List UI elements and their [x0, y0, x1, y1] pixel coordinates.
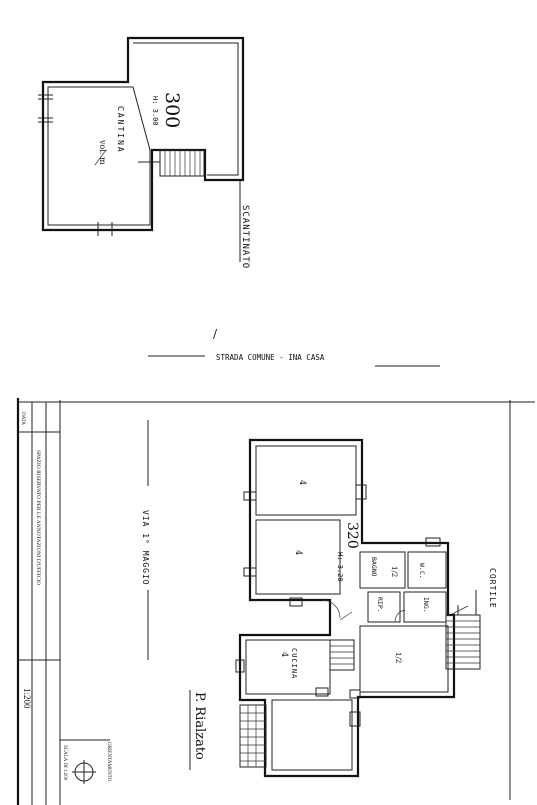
unit-number: 320 [344, 522, 360, 549]
partition-room-bottom [271, 699, 353, 771]
room-label-rip: RIP. [376, 597, 384, 613]
courtyard-label: CORTILE [488, 568, 497, 609]
partition-room-center [359, 625, 449, 693]
basement-room-number: 300 [161, 92, 183, 128]
title-block-scale-value: 1:200 [22, 688, 32, 709]
ground-floor-title: P. Rialzato [192, 692, 207, 760]
basement-window [38, 94, 53, 123]
ground-floor-doors [321, 599, 469, 623]
partition-room2 [255, 519, 341, 595]
basement-stairs [138, 149, 205, 177]
basement-plan: 300 H: 3.00 CANTINA vol. m SCANTINATO [38, 36, 250, 269]
title-block-orientation-label: ORIENTAMENTO [106, 742, 111, 782]
room-label-cucina: CUCINA [290, 648, 298, 679]
handwriting-room1: 4 [298, 480, 307, 485]
handwriting-room2: 4 [294, 550, 303, 555]
ground-floor-windows [235, 484, 441, 727]
ground-floor-outer-wall [238, 438, 456, 778]
basement-height: H: 3.00 [151, 96, 159, 126]
ground-floor-stairs-front [445, 590, 481, 670]
handwriting-center: 1/2 [394, 652, 402, 663]
partition-bagno [359, 551, 406, 589]
basement-door [97, 222, 113, 236]
room-label-bagno: BAGNO [370, 557, 378, 577]
street-top-name: STRADA COMUNE - INA CASA [216, 353, 325, 362]
ground-floor-plan: 320 H: 3.20 BAGNO W.C. RIP. ING. CUCINA … [141, 400, 511, 800]
handwriting-bagno: 1/2 [390, 566, 398, 577]
room-label-wc: W.C. [418, 563, 426, 579]
street-top: / STRADA COMUNE - INA CASA [148, 327, 440, 367]
handwriting-cucina: 4 [280, 652, 289, 657]
unit-height: H: 3.20 [336, 552, 344, 582]
partition-cucina [245, 639, 331, 695]
title-block-office-text: SPAZIO RISERVATO PER LE ANNOTAZIONI D'UF… [35, 450, 41, 585]
compass-icon [72, 760, 96, 784]
ground-floor-terrace [239, 704, 267, 768]
basement-room-name: CANTINA [116, 106, 125, 154]
street-tick: / [213, 327, 218, 341]
basement-floor-title: SCANTINATO [240, 205, 250, 269]
ground-floor-stairs-side [329, 639, 355, 671]
title-block-scale-label: SCALA DI 1:200 [62, 745, 67, 781]
basement-handwriting: vol. m [98, 139, 107, 165]
basement-outer-wall [41, 36, 245, 232]
title-block: DATA SPAZIO RISERVATO PER LE ANNOTAZIONI… [16, 398, 535, 805]
title-block-data-label: DATA [20, 412, 25, 425]
partition-rip [367, 591, 401, 623]
street-side-label: VIA 1° MAGGIO [141, 510, 150, 586]
room-label-ing: ING. [422, 597, 430, 613]
partition-wc [407, 551, 447, 589]
basement-inner-wall [47, 42, 239, 226]
